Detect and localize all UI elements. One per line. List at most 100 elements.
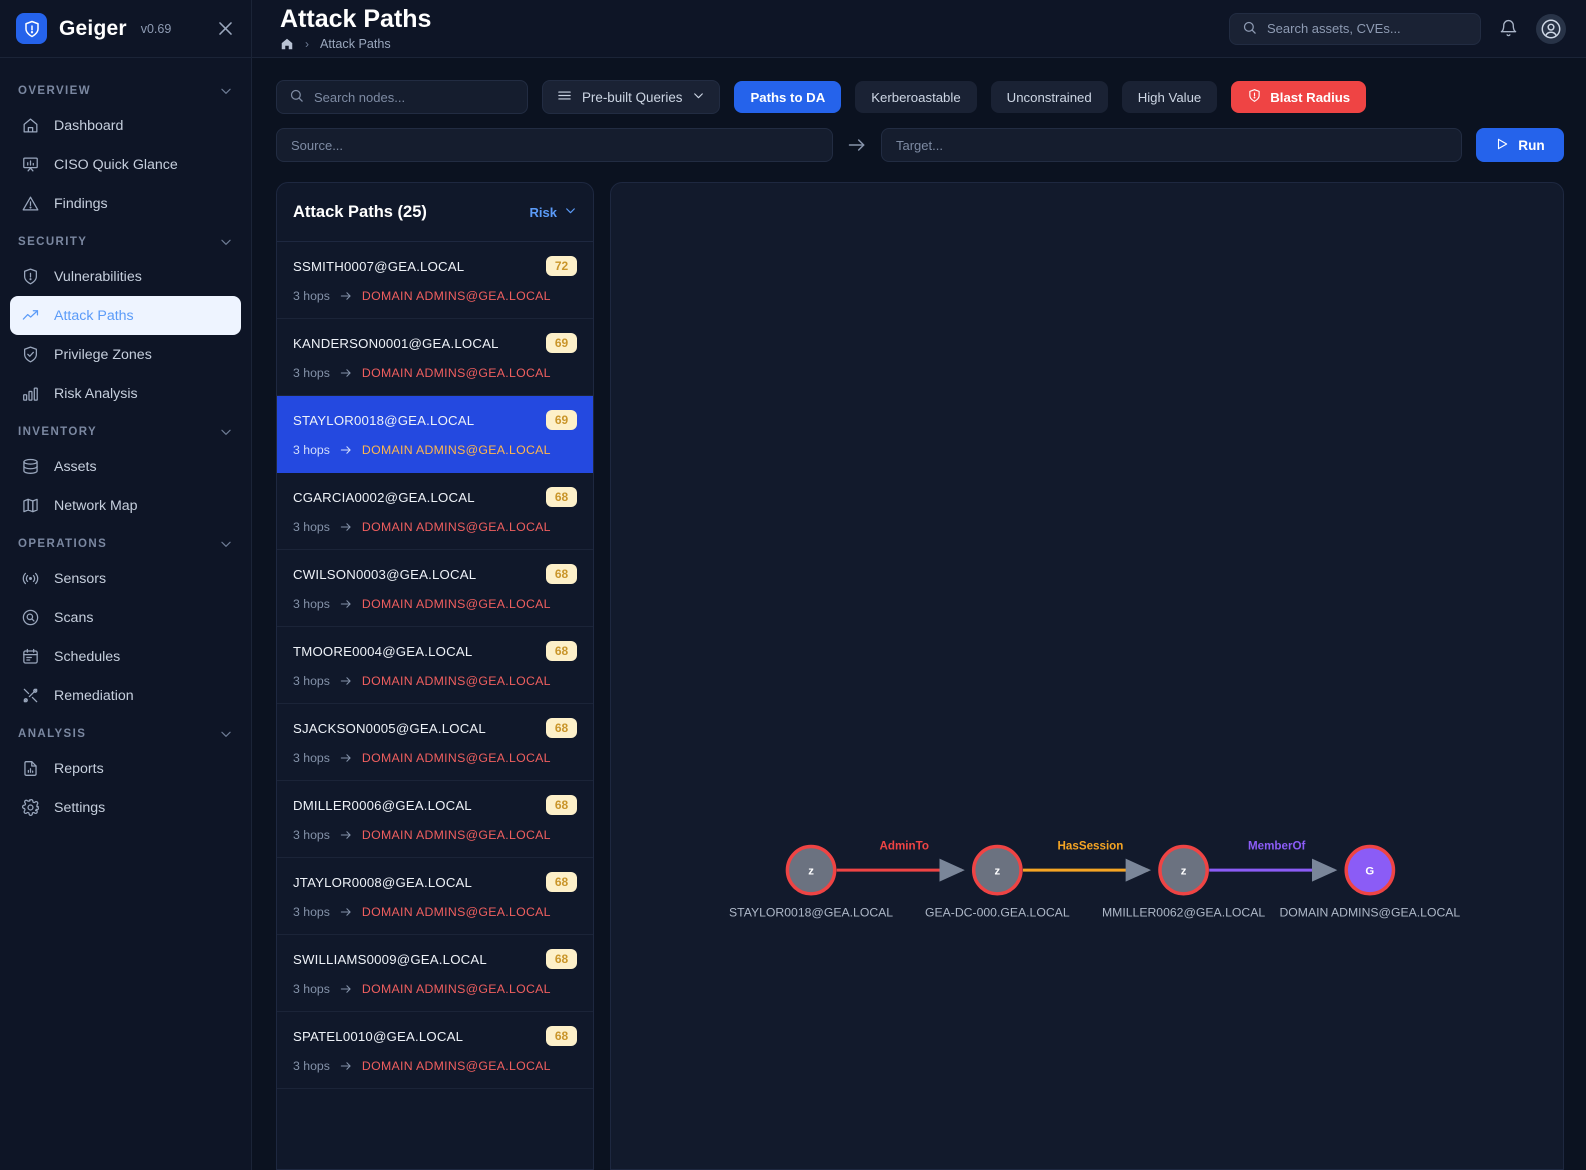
target-input[interactable]: Target... bbox=[881, 128, 1462, 162]
sidebar-item-findings[interactable]: Findings bbox=[10, 184, 241, 223]
breadcrumb-separator: › bbox=[305, 36, 309, 51]
sidebar-item-label: Attack Paths bbox=[54, 307, 134, 324]
attack-path-row-sub: 3 hops DOMAIN ADMINS@GEA.LOCAL bbox=[293, 597, 577, 611]
chevron-down-icon bbox=[564, 204, 577, 220]
map-icon bbox=[20, 496, 40, 516]
page-title: Attack Paths bbox=[280, 5, 432, 34]
attack-path-row[interactable]: SPATEL0010@GEA.LOCAL 68 3 hops DOMAIN AD… bbox=[277, 1012, 593, 1089]
node-search-placeholder: Search nodes... bbox=[314, 89, 406, 105]
filter-chip-paths-to-da[interactable]: Paths to DA bbox=[734, 81, 842, 113]
graph-node-label: GEA-DC-000.GEA.LOCAL bbox=[925, 905, 1070, 919]
sidebar-item-ciso-quick-glance[interactable]: CISO Quick Glance bbox=[10, 145, 241, 184]
sidebar-item-sensors[interactable]: Sensors bbox=[10, 559, 241, 598]
arrow-right-icon bbox=[339, 1059, 353, 1073]
search-icon bbox=[289, 88, 304, 106]
sidebar-item-schedules[interactable]: Schedules bbox=[10, 637, 241, 676]
sort-by-risk-control[interactable]: Risk bbox=[530, 204, 577, 220]
graph-node-label: STAYLOR0018@GEA.LOCAL bbox=[729, 905, 893, 919]
arrow-right-icon bbox=[339, 366, 353, 380]
attack-path-row[interactable]: CWILSON0003@GEA.LOCAL 68 3 hops DOMAIN A… bbox=[277, 550, 593, 627]
sidebar-group-operations[interactable]: OPERATIONS bbox=[10, 525, 241, 559]
menu-lines-icon bbox=[557, 88, 572, 106]
prebuilt-queries-dropdown[interactable]: Pre-built Queries bbox=[542, 80, 721, 114]
attack-path-row[interactable]: CGARCIA0002@GEA.LOCAL 68 3 hops DOMAIN A… bbox=[277, 473, 593, 550]
attack-path-row[interactable]: SWILLIAMS0009@GEA.LOCAL 68 3 hops DOMAIN… bbox=[277, 935, 593, 1012]
sidebar-item-label: Findings bbox=[54, 195, 108, 212]
sidebar-group-label: OPERATIONS bbox=[18, 538, 108, 550]
graph-node[interactable] bbox=[971, 844, 1023, 896]
sidebar-group-analysis[interactable]: ANALYSIS bbox=[10, 715, 241, 749]
risk-score-badge: 68 bbox=[546, 795, 577, 815]
attack-path-row[interactable]: STAYLOR0018@GEA.LOCAL 69 3 hops DOMAIN A… bbox=[277, 396, 593, 473]
attack-path-target: DOMAIN ADMINS@GEA.LOCAL bbox=[361, 289, 551, 303]
node-search-input[interactable]: Search nodes... bbox=[276, 80, 528, 114]
attack-path-hops: 3 hops bbox=[293, 1059, 330, 1073]
sidebar-item-settings[interactable]: Settings bbox=[10, 788, 241, 827]
graph-node[interactable] bbox=[1158, 844, 1209, 896]
sidebar-item-label: Risk Analysis bbox=[54, 385, 138, 402]
shield-check-icon bbox=[20, 345, 40, 365]
query-row-filters: Search nodes... Pre-built Queries Paths … bbox=[276, 80, 1564, 114]
sidebar-item-remediation[interactable]: Remediation bbox=[10, 676, 241, 715]
sidebar-item-attack-paths[interactable]: Attack Paths bbox=[10, 296, 241, 335]
sidebar-item-label: Network Map bbox=[54, 497, 138, 514]
sidebar-group-inventory[interactable]: INVENTORY bbox=[10, 413, 241, 447]
attack-path-row[interactable]: KANDERSON0001@GEA.LOCAL 69 3 hops DOMAIN… bbox=[277, 319, 593, 396]
attack-path-row-sub: 3 hops DOMAIN ADMINS@GEA.LOCAL bbox=[293, 828, 577, 842]
content-area: Search nodes... Pre-built Queries Paths … bbox=[252, 58, 1586, 1170]
sidebar-group-security[interactable]: SECURITY bbox=[10, 223, 241, 257]
filter-chip-kerberoastable[interactable]: Kerberoastable bbox=[855, 81, 977, 113]
bell-icon[interactable] bbox=[1499, 19, 1518, 38]
breadcrumb-current: Attack Paths bbox=[320, 36, 391, 51]
chevron-down-icon bbox=[219, 537, 233, 551]
filter-chip-high-value[interactable]: High Value bbox=[1121, 81, 1218, 113]
risk-score-badge: 72 bbox=[546, 256, 577, 276]
avatar[interactable] bbox=[1536, 13, 1566, 44]
graph-node[interactable] bbox=[785, 844, 837, 896]
attack-path-row[interactable]: SSMITH0007@GEA.LOCAL 72 3 hops DOMAIN AD… bbox=[277, 242, 593, 319]
attack-path-target: DOMAIN ADMINS@GEA.LOCAL bbox=[361, 905, 551, 919]
attack-path-row-sub: 3 hops DOMAIN ADMINS@GEA.LOCAL bbox=[293, 751, 577, 765]
sidebar-group-label: ANALYSIS bbox=[18, 728, 87, 740]
attack-path-source: CWILSON0003@GEA.LOCAL bbox=[293, 566, 477, 582]
title-block: Attack Paths › Attack Paths bbox=[280, 5, 432, 51]
home-icon[interactable] bbox=[280, 37, 294, 51]
risk-score-badge: 68 bbox=[546, 564, 577, 584]
attack-path-row[interactable]: SJACKSON0005@GEA.LOCAL 68 3 hops DOMAIN … bbox=[277, 704, 593, 781]
panels-row: Attack Paths (25) Risk SSMITH0007@GEA.LO… bbox=[276, 182, 1564, 1170]
sidebar-item-reports[interactable]: Reports bbox=[10, 749, 241, 788]
arrow-right-icon bbox=[339, 751, 353, 765]
sidebar-group-overview[interactable]: OVERVIEW bbox=[10, 72, 241, 106]
attack-path-target: DOMAIN ADMINS@GEA.LOCAL bbox=[361, 1059, 551, 1073]
sidebar-item-label: CISO Quick Glance bbox=[54, 156, 178, 173]
run-button[interactable]: Run bbox=[1476, 128, 1564, 162]
chevron-down-icon bbox=[219, 235, 233, 249]
sidebar-item-dashboard[interactable]: Dashboard bbox=[10, 106, 241, 145]
attack-path-row[interactable]: TMOORE0004@GEA.LOCAL 68 3 hops DOMAIN AD… bbox=[277, 627, 593, 704]
sidebar-item-privilege-zones[interactable]: Privilege Zones bbox=[10, 335, 241, 374]
attack-path-row[interactable]: JTAYLOR0008@GEA.LOCAL 68 3 hops DOMAIN A… bbox=[277, 858, 593, 935]
attack-path-row-sub: 3 hops DOMAIN ADMINS@GEA.LOCAL bbox=[293, 366, 577, 380]
attack-path-row[interactable]: DMILLER0006@GEA.LOCAL 68 3 hops DOMAIN A… bbox=[277, 781, 593, 858]
attack-path-target: DOMAIN ADMINS@GEA.LOCAL bbox=[361, 982, 551, 996]
tools-icon bbox=[20, 686, 40, 706]
sidebar-item-network-map[interactable]: Network Map bbox=[10, 486, 241, 525]
sidebar-item-risk-analysis[interactable]: Risk Analysis bbox=[10, 374, 241, 413]
source-input[interactable]: Source... bbox=[276, 128, 833, 162]
sidebar-item-scans[interactable]: Scans bbox=[10, 598, 241, 637]
search-input[interactable]: Search assets, CVEs... bbox=[1229, 12, 1481, 45]
close-icon[interactable] bbox=[216, 19, 235, 38]
sidebar-item-assets[interactable]: Assets bbox=[10, 447, 241, 486]
attack-path-row-top: STAYLOR0018@GEA.LOCAL 69 bbox=[293, 410, 577, 430]
attack-path-row-sub: 3 hops DOMAIN ADMINS@GEA.LOCAL bbox=[293, 674, 577, 688]
source-placeholder: Source... bbox=[291, 137, 344, 153]
attack-path-row-top: SWILLIAMS0009@GEA.LOCAL 68 bbox=[293, 949, 577, 969]
sidebar-item-vulnerabilities[interactable]: Vulnerabilities bbox=[10, 257, 241, 296]
filter-chip-unconstrained[interactable]: Unconstrained bbox=[990, 81, 1108, 113]
attack-paths-list[interactable]: SSMITH0007@GEA.LOCAL 72 3 hops DOMAIN AD… bbox=[277, 242, 593, 1169]
arrow-right-icon bbox=[339, 520, 353, 534]
filter-chip-blast-radius[interactable]: Blast Radius bbox=[1231, 81, 1367, 113]
graph-node[interactable] bbox=[1344, 844, 1396, 896]
graph-edge-label: AdminTo bbox=[879, 839, 928, 852]
